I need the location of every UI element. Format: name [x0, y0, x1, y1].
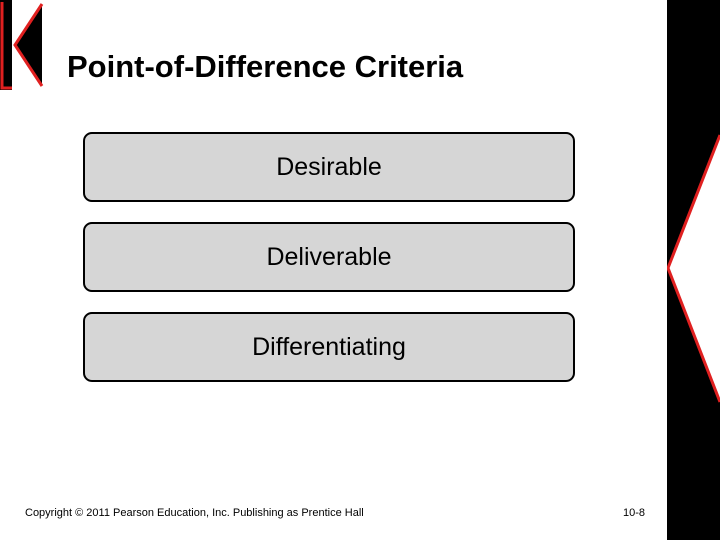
k-logo-icon [0, 0, 44, 90]
page-number: 10-8 [623, 507, 646, 519]
copyright-text: Copyright © 2011 Pearson Education, Inc.… [25, 507, 364, 519]
right-decorative-band [667, 0, 720, 540]
criteria-box-differentiating: Differentiating [83, 312, 575, 382]
criteria-box-desirable: Desirable [83, 132, 575, 202]
criteria-box-deliverable: Deliverable [83, 222, 575, 292]
slide-title: Point-of-Difference Criteria [67, 49, 464, 84]
